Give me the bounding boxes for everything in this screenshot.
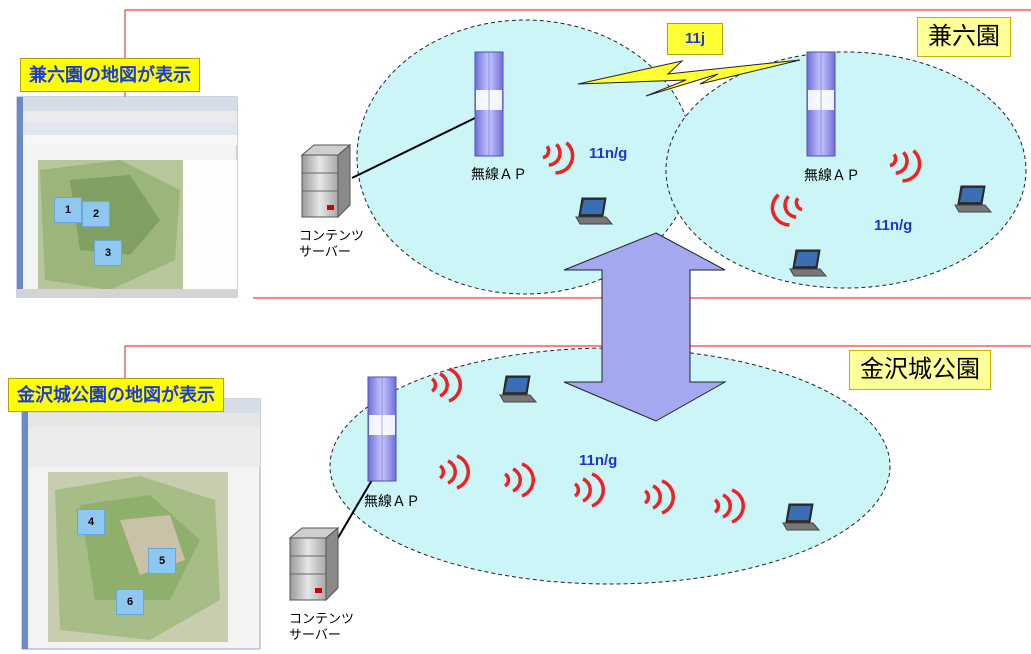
server-icon <box>301 144 351 218</box>
cell-kenrokuen-right <box>665 51 1027 289</box>
caption-kanazawa-map: 金沢城公園の地図が表示 <box>8 378 224 412</box>
ap-label: 無線ＡＰ <box>471 166 527 182</box>
map-marker: 2 <box>82 201 110 227</box>
link-label-11j: 11j <box>667 23 723 55</box>
ap-label: 無線ＡＰ <box>364 493 420 509</box>
map-marker: 4 <box>77 509 105 535</box>
server-label: コンテンツ サーバー <box>289 611 355 642</box>
band-label: 11n/g <box>874 217 913 234</box>
wireless-link-lightning <box>577 59 801 97</box>
caption-kenrokuen-map: 兼六園の地図が表示 <box>20 58 200 92</box>
map-screenshot-kenrokuen <box>16 96 238 298</box>
access-point-icon <box>474 51 504 157</box>
cable-kanazawa <box>331 479 373 549</box>
map-marker: 6 <box>116 589 144 615</box>
server-icon <box>289 527 339 601</box>
server-label: コンテンツ サーバー <box>299 228 365 259</box>
ap-label: 無線ＡＰ <box>804 167 860 183</box>
access-point-icon <box>806 51 836 157</box>
region-label-kanazawa: 金沢城公園 <box>849 350 991 390</box>
access-point-icon <box>367 376 397 482</box>
map-marker: 3 <box>94 240 122 266</box>
double-arrow <box>563 232 727 422</box>
region-frame-kanazawa <box>124 345 1031 378</box>
map-marker: 5 <box>148 548 176 574</box>
band-label: 11n/g <box>579 452 618 469</box>
cable-kenrokuen <box>351 117 476 179</box>
map-marker: 1 <box>54 197 82 223</box>
band-label: 11n/g <box>589 145 628 162</box>
region-label-kenrokuen: 兼六園 <box>917 17 1011 57</box>
